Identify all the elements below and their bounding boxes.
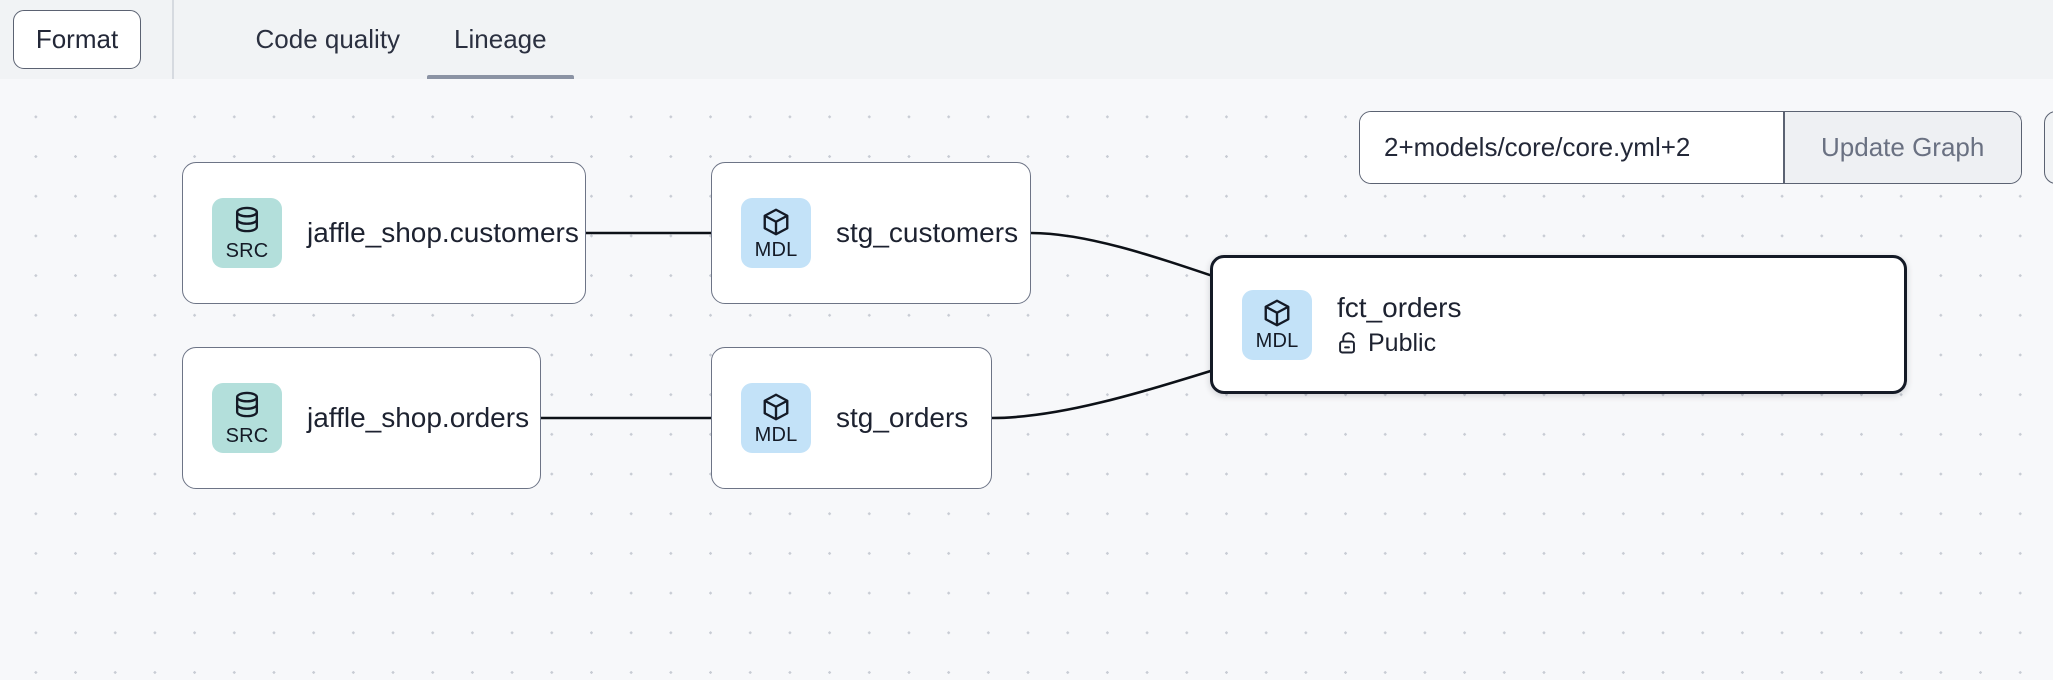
graph-selector-bar: Update Graph xyxy=(1359,111,2022,184)
node-badge-src: SRC xyxy=(212,383,282,453)
lineage-node-fct-orders[interactable]: MDL fct_orders Public xyxy=(1210,255,1907,394)
lineage-node-stg-customers[interactable]: MDL stg_customers xyxy=(711,162,1031,304)
side-panel-toggle[interactable] xyxy=(2044,111,2053,184)
node-badge-label: MDL xyxy=(1255,330,1299,352)
node-title: fct_orders xyxy=(1337,292,1462,324)
cube-icon xyxy=(763,208,789,235)
node-title: jaffle_shop.orders xyxy=(307,402,530,434)
node-body: stg_customers xyxy=(836,216,1018,249)
node-visibility: Public xyxy=(1337,329,1462,358)
tab-lineage[interactable]: Lineage xyxy=(427,0,574,79)
header-divider xyxy=(172,0,174,79)
lineage-node-stg-orders[interactable]: MDL stg_orders xyxy=(711,347,992,489)
database-icon xyxy=(235,391,259,417)
node-badge-mdl: MDL xyxy=(1242,289,1312,360)
update-graph-button[interactable]: Update Graph xyxy=(1784,112,2021,183)
node-body: jaffle_shop.customers xyxy=(307,216,579,249)
tab-code-quality[interactable]: Code quality xyxy=(255,24,401,54)
node-badge-label: MDL xyxy=(754,423,798,446)
lineage-node-jaffle-shop-customers[interactable]: SRC jaffle_shop.customers xyxy=(182,162,586,304)
cube-icon xyxy=(1264,299,1290,327)
lineage-canvas[interactable]: Update Graph SRC jaffle_shop.customers M… xyxy=(0,79,2053,680)
node-title: jaffle_shop.customers xyxy=(307,217,579,249)
graph-selector-input[interactable] xyxy=(1360,112,1783,183)
query-bar-separator xyxy=(1783,112,1785,183)
node-badge-label: SRC xyxy=(225,424,269,447)
tab-bar: Code quality Lineage xyxy=(229,0,574,79)
node-badge-mdl: MDL xyxy=(741,198,811,268)
node-body: fct_orders Public xyxy=(1337,291,1462,357)
node-badge-label: SRC xyxy=(225,239,269,262)
lineage-node-jaffle-shop-orders[interactable]: SRC jaffle_shop.orders xyxy=(182,347,541,489)
node-body: jaffle_shop.orders xyxy=(307,401,529,434)
node-body: stg_orders xyxy=(836,401,968,434)
node-badge-mdl: MDL xyxy=(741,383,811,453)
format-button[interactable]: Format xyxy=(13,10,141,69)
node-title: stg_customers xyxy=(836,217,1019,249)
cube-icon xyxy=(763,393,789,420)
node-title: stg_orders xyxy=(836,402,969,434)
node-badge-label: MDL xyxy=(754,238,798,261)
unlock-icon xyxy=(1339,331,1355,353)
database-icon xyxy=(235,206,259,232)
node-visibility-label: Public xyxy=(1368,328,1437,357)
node-badge-src: SRC xyxy=(212,198,282,268)
toolbar-header: Format Code quality Lineage xyxy=(0,0,2053,79)
